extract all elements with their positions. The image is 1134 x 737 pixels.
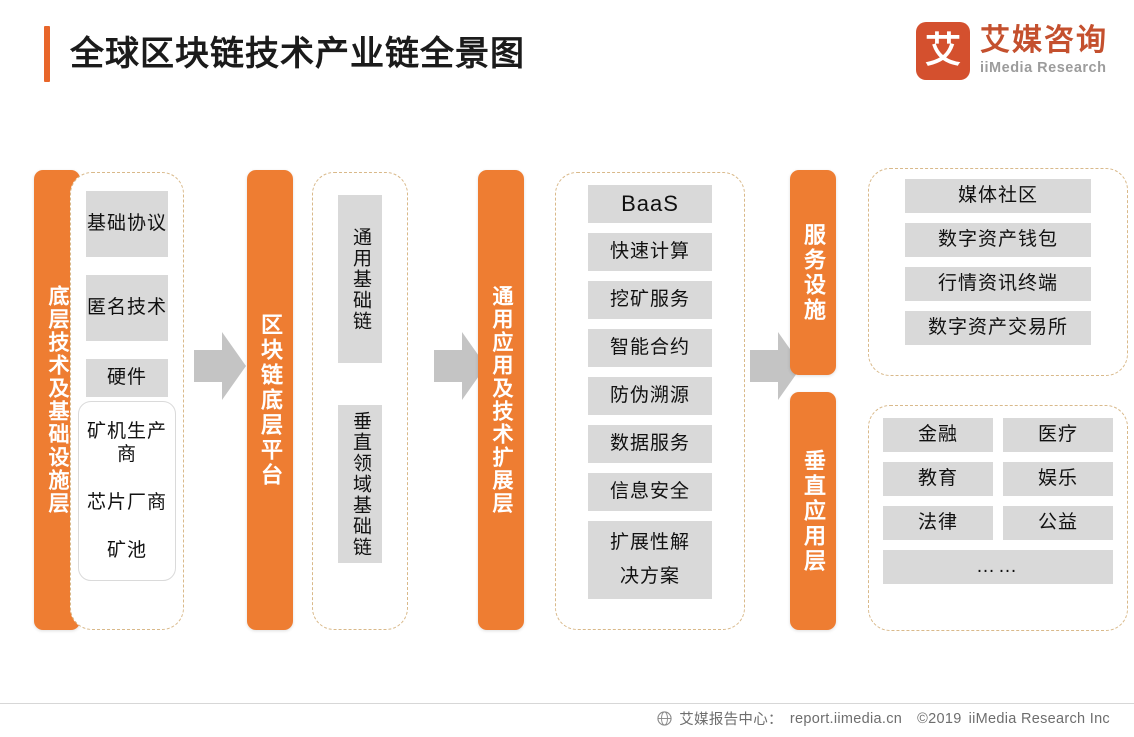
footer-company: iiMedia Research Inc (968, 710, 1110, 727)
chip-item[interactable]: 匿名技术 (86, 275, 168, 341)
layer-card-underlying-platform: 通用基础链 垂直领域基础链 (312, 172, 408, 630)
layer-card-vertical-application: 金融 医疗 教育 娱乐 法律 公益 …… (868, 405, 1128, 631)
subgroup-item[interactable]: 芯片厂商 (86, 491, 167, 513)
chip-item[interactable]: 基础协议 (86, 191, 168, 257)
chip-item[interactable]: 智能合约 (588, 329, 712, 367)
brand-logo: 艾 艾媒咨询 iiMedia Research (916, 22, 1108, 80)
logo-glyph-icon: 艾 (916, 22, 970, 80)
layer-label-vertical-application[interactable]: 垂直应用层 (790, 392, 836, 630)
chip-item[interactable]: 硬件 (86, 359, 168, 397)
chip-item[interactable]: 行情资讯终端 (905, 267, 1091, 301)
layer-label-underlying-platform[interactable]: 区块链底层平台 (247, 170, 293, 630)
globe-icon (657, 711, 672, 726)
chip-item[interactable]: 垂直领域基础链 (338, 405, 382, 563)
chip-item[interactable]: 金融 (883, 418, 993, 452)
footer-source-label: 艾媒报告中心： (679, 712, 783, 728)
chip-item[interactable]: 教育 (883, 462, 993, 496)
chip-item[interactable]: 数字资产交易所 (905, 311, 1091, 345)
arrow-right-icon (750, 332, 802, 400)
page-title: 全球区块链技术产业链全景图 (70, 35, 525, 73)
chip-item[interactable]: 法律 (883, 506, 993, 540)
layer-label-general-application[interactable]: 通用应用及技术扩展层 (478, 170, 524, 630)
subgroup-item[interactable]: 矿机生产商 (86, 421, 167, 466)
title-accent-bar (44, 26, 50, 82)
chip-item[interactable]: 信息安全 (588, 473, 712, 511)
chip-item[interactable]: 防伪溯源 (588, 377, 712, 415)
flow-arrow-1 (192, 330, 248, 402)
chip-item[interactable]: 扩展性解决方案 (588, 521, 712, 599)
footer-url[interactable]: report.iimedia.cn (789, 710, 903, 727)
flow-arrow-3 (748, 330, 804, 402)
chip-item[interactable]: 挖矿服务 (588, 281, 712, 319)
flow-arrow-2 (432, 330, 488, 402)
subgroup-hardware-vendors: 矿机生产商 芯片厂商 矿池 (78, 401, 176, 581)
chip-item[interactable]: 医疗 (1003, 418, 1113, 452)
chip-item[interactable]: 快速计算 (588, 233, 712, 271)
chip-item[interactable]: 数据服务 (588, 425, 712, 463)
chip-item[interactable]: 公益 (1003, 506, 1113, 540)
footer-copyright: ©2019 (917, 710, 962, 727)
vertical-app-grid: 金融 医疗 教育 娱乐 法律 公益 …… (883, 418, 1113, 584)
chip-item-more[interactable]: …… (883, 550, 1113, 584)
logo-name-en: iiMedia Research (980, 60, 1107, 76)
layer-card-service-facilities: 媒体社区 数字资产钱包 行情资讯终端 数字资产交易所 (868, 168, 1128, 376)
arrow-right-icon (434, 332, 486, 400)
chip-item[interactable]: 通用基础链 (338, 195, 382, 363)
layer-card-infrastructure: 基础协议 匿名技术 硬件 矿机生产商 芯片厂商 矿池 (70, 172, 184, 630)
subgroup-item[interactable]: 矿池 (106, 539, 147, 561)
chip-item[interactable]: 娱乐 (1003, 462, 1113, 496)
chip-item[interactable]: 媒体社区 (905, 179, 1091, 213)
chip-item[interactable]: 数字资产钱包 (905, 223, 1091, 257)
footer: 艾媒报告中心： report.iimedia.cn ©2019 iiMedia … (657, 708, 1110, 729)
chip-item[interactable]: BaaS (588, 185, 712, 223)
arrow-right-icon (194, 332, 246, 400)
layer-card-general-application: BaaS 快速计算 挖矿服务 智能合约 防伪溯源 数据服务 信息安全 扩展性解决… (555, 172, 745, 630)
logo-name-cn: 艾媒咨询 (980, 24, 1108, 57)
footer-divider (0, 703, 1134, 704)
layer-label-service-facilities[interactable]: 服务设施 (790, 170, 836, 375)
